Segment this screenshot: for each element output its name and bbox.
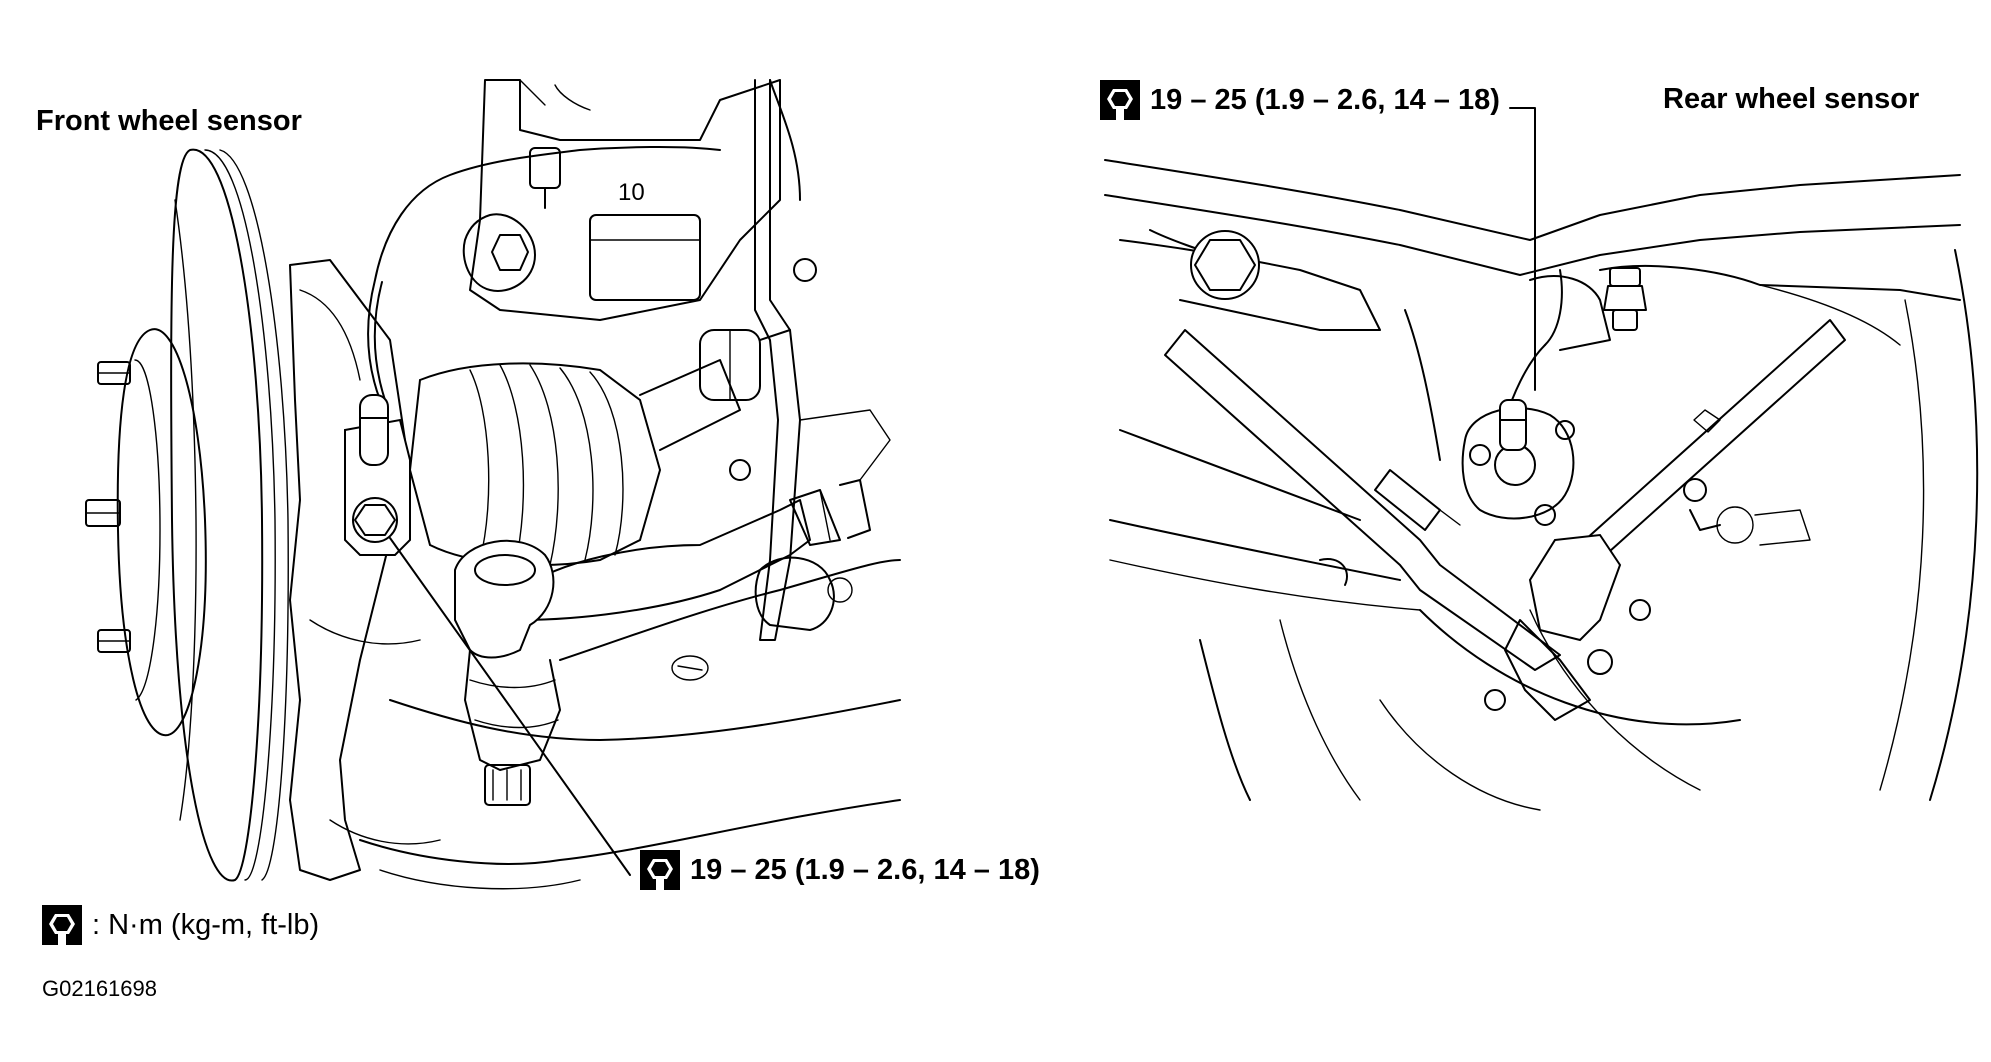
rear-wheel-assembly	[1104, 107, 1979, 811]
rear-torque-callout: 19 – 25 (1.9 – 2.6, 14 – 18)	[1100, 80, 1500, 120]
torque-wrench-icon	[42, 905, 82, 945]
part-mark-text: 10	[618, 179, 645, 206]
torque-unit-legend-text: : N·m (kg-m, ft-lb)	[92, 908, 320, 941]
figure-code: G02161698	[42, 976, 157, 1001]
front-wheel-sensor-label: Front wheel sensor	[36, 105, 302, 137]
torque-wrench-icon	[640, 850, 680, 890]
rear-wheel-sensor-label: Rear wheel sensor	[1663, 83, 1920, 115]
front-wheel-assembly: 10	[85, 79, 901, 890]
front-torque-callout: 19 – 25 (1.9 – 2.6, 14 – 18)	[640, 850, 1040, 890]
front-torque-value: 19 – 25 (1.9 – 2.6, 14 – 18)	[690, 853, 1040, 886]
rear-torque-value: 19 – 25 (1.9 – 2.6, 14 – 18)	[1150, 83, 1500, 116]
torque-wrench-icon	[1100, 80, 1140, 120]
torque-unit-legend: : N·m (kg-m, ft-lb)	[42, 905, 319, 945]
